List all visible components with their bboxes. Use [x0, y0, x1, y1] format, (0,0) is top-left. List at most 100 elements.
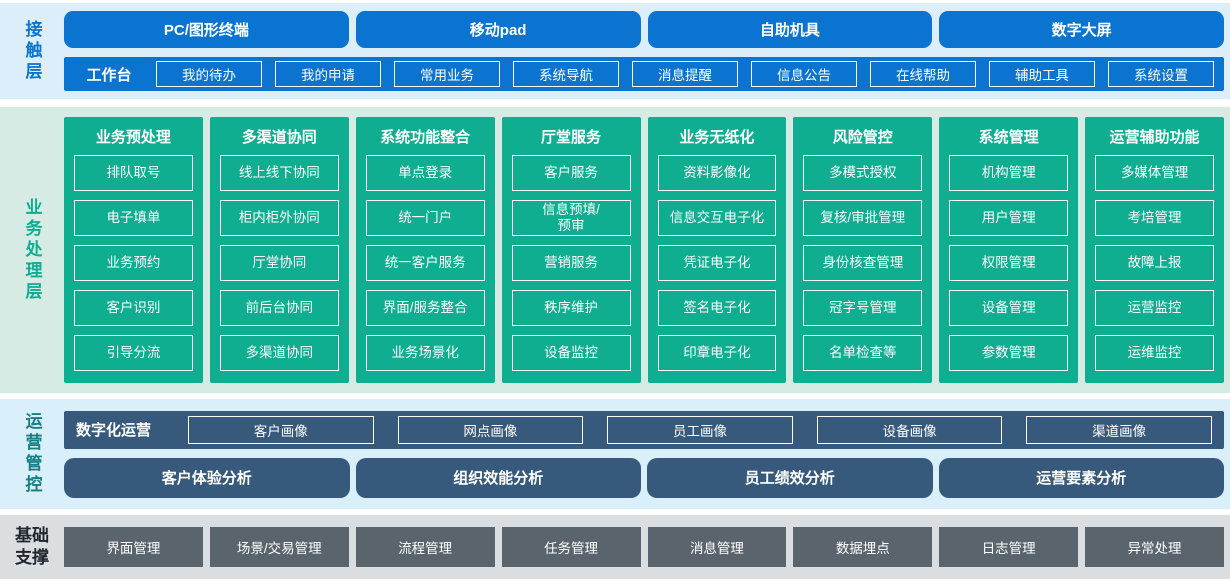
function-box: 参数管理: [949, 335, 1069, 371]
function-box: 多模式授权: [803, 155, 923, 191]
column-title: 业务预处理: [95, 129, 171, 146]
foundation-item: 异常处理: [1085, 527, 1224, 567]
digital-ops-label: 数字化运营: [76, 422, 152, 439]
profile-item: 设备画像: [816, 415, 1003, 444]
function-box: 引导分流: [74, 335, 193, 371]
function-box: 柜内柜外协同: [219, 200, 339, 236]
function-box: 前后台协同: [219, 290, 339, 326]
business-column: 业务无纸化资料影像化信息交互电子化凭证电子化签名电子化印章电子化: [647, 117, 787, 383]
business-column: 系统功能整合单点登录统一门户统一客户服务界面/服务整合业务场景化: [355, 117, 495, 383]
function-box: 统一客户服务: [365, 245, 485, 281]
terminal-button: PC/图形终端: [64, 11, 349, 48]
column-boxes: 线上线下协同柜内柜外协同厅堂协同前后台协同多渠道协同: [219, 155, 339, 371]
business-layer-label: 业务处理层: [22, 197, 42, 303]
function-box: 多媒体管理: [1095, 155, 1214, 191]
function-box: 运营监控: [1095, 290, 1214, 326]
column-boxes: 排队取号电子填单业务预约客户识别引导分流: [74, 155, 193, 371]
column-boxes: 客户服务信息预填/ 预审营销服务秩序维护设备监控: [511, 155, 631, 371]
profile-item: 网点画像: [397, 415, 584, 444]
contact-layer-label-col: 接触层: [0, 3, 64, 99]
operation-layer-label-col: 运营管控: [0, 399, 64, 509]
function-box: 秩序维护: [511, 290, 631, 326]
function-box: 权限管理: [949, 245, 1069, 281]
foundation-item: 流程管理: [355, 527, 495, 567]
column-boxes: 资料影像化信息交互电子化凭证电子化签名电子化印章电子化: [657, 155, 777, 371]
column-boxes: 多媒体管理考培管理故障上报运营监控运维监控: [1095, 155, 1214, 371]
digital-ops-bar: 数字化运营 客户画像网点画像员工画像设备画像渠道画像: [64, 410, 1224, 449]
foundation-item: 界面管理: [64, 527, 203, 567]
function-box: 印章电子化: [657, 335, 777, 371]
function-box: 排队取号: [74, 155, 193, 191]
analysis-button: 运营要素分析: [938, 457, 1224, 498]
analysis-button: 组织效能分析: [355, 457, 641, 498]
function-box: 考培管理: [1095, 200, 1214, 236]
business-column: 多渠道协同线上线下协同柜内柜外协同厅堂协同前后台协同多渠道协同: [209, 117, 349, 383]
column-boxes: 单点登录统一门户统一客户服务界面/服务整合业务场景化: [365, 155, 485, 371]
analysis-button: 客户体验分析: [64, 457, 350, 498]
function-box: 线上线下协同: [219, 155, 339, 191]
function-box: 信息预填/ 预审: [511, 200, 631, 236]
workbench-item: 我的待办: [156, 61, 262, 87]
operation-layer-label: 运营管控: [22, 412, 42, 496]
workbench-item: 系统设置: [1108, 61, 1214, 87]
function-box: 界面/服务整合: [365, 290, 485, 326]
business-column: 风险管控多模式授权复核/审批管理身份核查管理冠字号管理名单检查等: [793, 117, 933, 383]
workbench-item: 常用业务: [394, 61, 500, 87]
business-column: 业务预处理排队取号电子填单业务预约客户识别引导分流: [64, 117, 203, 383]
workbench-item: 信息公告: [751, 61, 857, 87]
function-box: 冠字号管理: [803, 290, 923, 326]
function-box: 统一门户: [365, 200, 485, 236]
business-layer-band: 业务处理层 业务预处理排队取号电子填单业务预约客户识别引导分流多渠道协同线上线下…: [0, 107, 1230, 393]
column-title: 系统功能整合: [380, 129, 471, 146]
terminal-button: 数字大屏: [939, 11, 1224, 48]
foundation-layer-band: 基础支撑 界面管理场景/交易管理流程管理任务管理消息管理数据埋点日志管理异常处理: [0, 515, 1230, 579]
profile-item: 渠道画像: [1026, 415, 1212, 444]
function-box: 单点登录: [365, 155, 485, 191]
workbench-item: 在线帮助: [870, 61, 976, 87]
terminal-button: 移动pad: [355, 11, 641, 48]
column-title: 运营辅助功能: [1109, 129, 1200, 146]
column-boxes: 多模式授权复核/审批管理身份核查管理冠字号管理名单检查等: [803, 155, 923, 371]
function-box: 电子填单: [74, 200, 193, 236]
function-box: 多渠道协同: [219, 335, 339, 371]
terminal-button: 自助机具: [647, 11, 933, 48]
business-column: 系统管理机构管理用户管理权限管理设备管理参数管理: [939, 117, 1079, 383]
business-column: 厅堂服务客户服务信息预填/ 预审营销服务秩序维护设备监控: [501, 117, 641, 383]
foundation-item: 场景/交易管理: [209, 527, 349, 567]
column-title: 风险管控: [832, 129, 893, 146]
operation-layer-band: 运营管控 数字化运营 客户画像网点画像员工画像设备画像渠道画像 客户体验分析组织…: [0, 399, 1230, 509]
function-box: 客户识别: [74, 290, 193, 326]
function-box: 资料影像化: [657, 155, 777, 191]
analysis-row: 客户体验分析组织效能分析员工绩效分析运营要素分析: [64, 457, 1224, 498]
analysis-button: 员工绩效分析: [647, 457, 933, 498]
digital-ops-items: 客户画像网点画像员工画像设备画像渠道画像: [188, 415, 1212, 444]
foundation-item: 数据埋点: [793, 527, 933, 567]
function-box: 身份核查管理: [803, 245, 923, 281]
function-box: 运维监控: [1095, 335, 1214, 371]
function-box: 复核/审批管理: [803, 200, 923, 236]
workbench-label: 工作台: [86, 66, 132, 84]
foundation-item: 任务管理: [501, 527, 641, 567]
function-box: 业务预约: [74, 245, 193, 281]
column-title: 厅堂服务: [541, 129, 602, 146]
foundation-item: 日志管理: [939, 527, 1079, 567]
business-columns: 业务预处理排队取号电子填单业务预约客户识别引导分流多渠道协同线上线下协同柜内柜外…: [64, 107, 1230, 393]
function-box: 故障上报: [1095, 245, 1214, 281]
function-box: 机构管理: [949, 155, 1069, 191]
function-box: 设备管理: [949, 290, 1069, 326]
operation-layer-content: 数字化运营 客户画像网点画像员工画像设备画像渠道画像 客户体验分析组织效能分析员…: [64, 399, 1230, 509]
foundation-layer-label: 基础支撑: [14, 525, 49, 567]
workbench-item: 消息提醒: [632, 61, 738, 87]
function-box: 信息交互电子化: [657, 200, 777, 236]
function-box: 设备监控: [511, 335, 631, 371]
function-box: 凭证电子化: [657, 245, 777, 281]
function-box: 厅堂协同: [219, 245, 339, 281]
function-box: 客户服务: [511, 155, 631, 191]
profile-item: 客户画像: [188, 415, 374, 444]
workbench-item: 辅助工具: [989, 61, 1095, 87]
column-title: 业务无纸化: [679, 129, 755, 146]
contact-layer-label: 接触层: [22, 19, 42, 83]
